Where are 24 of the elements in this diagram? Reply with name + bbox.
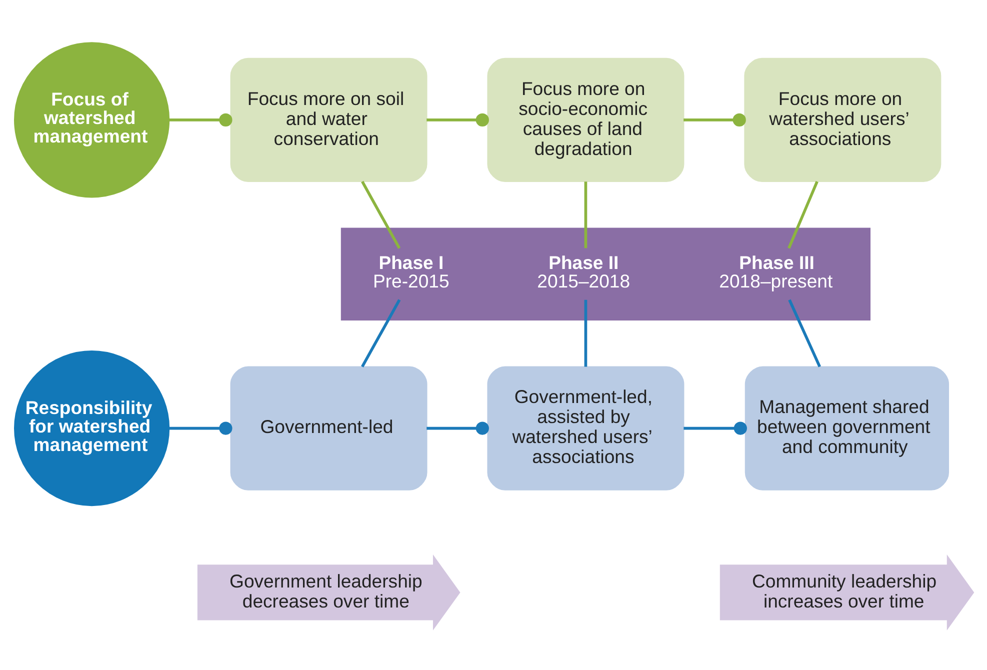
connector: [584, 181, 587, 248]
node-box: Focus more on soil and water conservation: [230, 57, 427, 182]
node-box: Focus more on socio-economic causes of land degradation: [486, 57, 684, 182]
node-circle: Responsibility for watershed management: [14, 350, 170, 506]
connector: [788, 298, 820, 367]
node-text: Phase III 2018–present: [718, 251, 832, 292]
connector: [683, 421, 746, 434]
node-box: Management shared between government and community: [744, 366, 949, 490]
cluster: [340, 227, 870, 320]
node-box: Focus more on watershed users’ associations: [744, 57, 941, 182]
node-box: Government-led: [230, 366, 427, 490]
connector: [683, 112, 746, 126]
node-text: Phase I Pre-2015: [372, 251, 449, 292]
connector: [584, 299, 587, 366]
connector: [360, 298, 400, 367]
node-text: Phase II 2015–2018: [536, 251, 630, 292]
connector: [360, 180, 400, 248]
connector: [426, 421, 488, 434]
node-box: Government-led, assisted by watershed users’ associations: [486, 366, 684, 490]
connector: [426, 112, 488, 126]
connector: [787, 180, 818, 248]
connector: [168, 112, 232, 126]
connector: [168, 421, 232, 434]
node-circle: Focus of watershed management: [14, 42, 170, 198]
